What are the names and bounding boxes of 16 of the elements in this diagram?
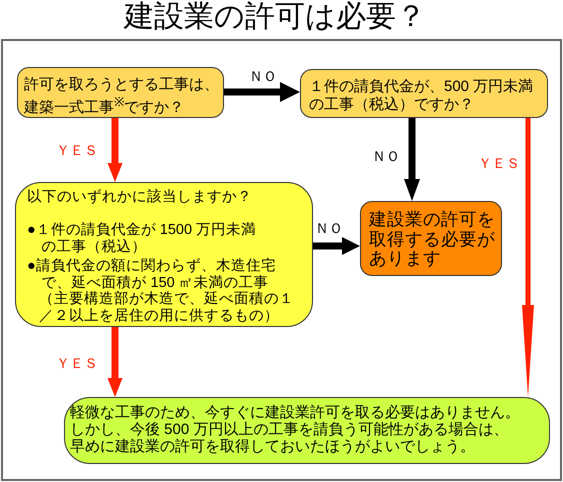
title: 建設業の許可は必要？ <box>122 0 427 34</box>
decision-box: 許可を取ろうとする工事は、建築一式工事$^{※}$ですか？ <box>17 67 224 118</box>
arrow <box>108 327 122 397</box>
decision-box: １件の請負代金が、500 万円未満の工事（税込）ですか？ <box>300 69 548 118</box>
question-text: 以下のいずれかに該当しますか？ <box>27 189 253 206</box>
result-box <box>64 397 550 464</box>
message-text: 軽微な工事のため、今すぐに建設業許可を取る必要はありません。 <box>70 404 521 421</box>
result-box: 建設業の許可を取得する必要があります <box>360 201 502 276</box>
arrow <box>108 118 122 182</box>
message-text: しかし、今後 500 万円以上の工事を請負う可能性がある場合は、早めに建設業の許可を取得しておいたほうがよいでしょう。 <box>70 421 510 455</box>
bullet-item: ●請負代金の額に関わらず、木造住宅で、延べ面積が 150 ㎡未満の工事 <box>27 258 277 290</box>
decision-box <box>15 182 313 327</box>
bullet-item: ●１件の請負代金が 1500 万円未満の工事（税込） <box>27 222 258 255</box>
arrow <box>224 82 300 102</box>
arrow <box>313 237 360 255</box>
note-text: （主要構造部が木造で、延べ面積の１／２以上を居住の用に供するもの） <box>39 291 295 324</box>
